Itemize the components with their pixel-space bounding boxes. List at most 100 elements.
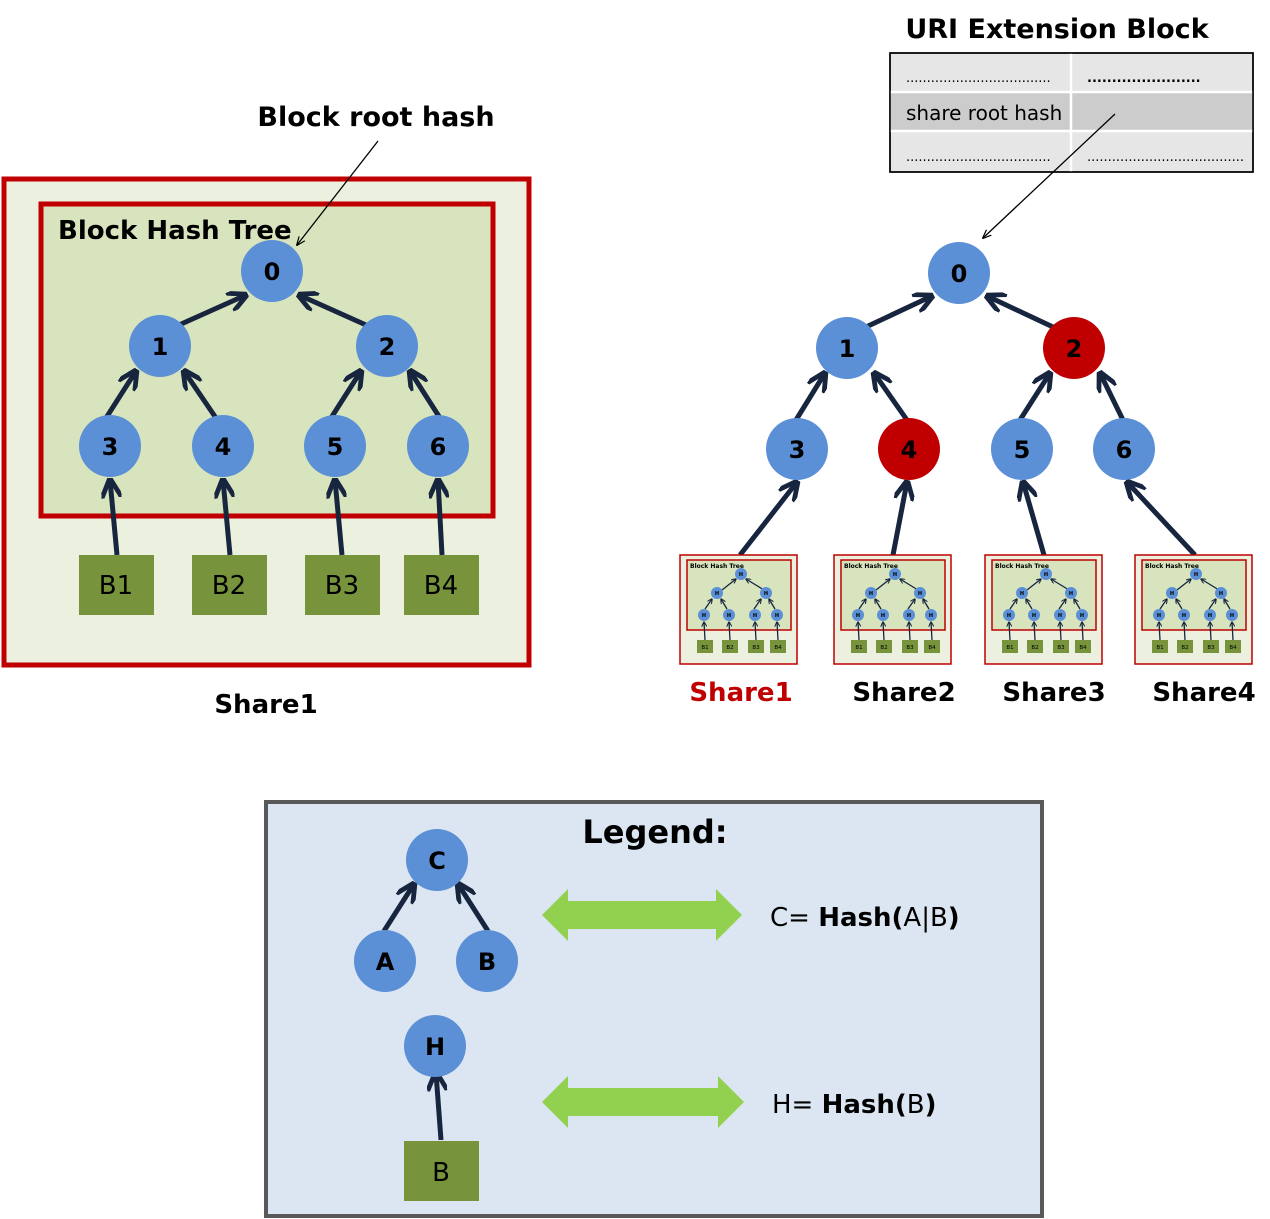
svg-text:B: B bbox=[478, 948, 496, 976]
svg-text:H: H bbox=[893, 572, 897, 578]
svg-text:B2: B2 bbox=[1181, 645, 1188, 651]
r-edge-5-2 bbox=[1017, 373, 1050, 422]
svg-text:H: H bbox=[739, 572, 743, 578]
left-node-2: 2 bbox=[356, 315, 418, 377]
uri-cell-share-root-hash: share root hash bbox=[906, 101, 1062, 125]
share-label-4: Share4 bbox=[1152, 678, 1255, 708]
svg-text:H: H bbox=[1032, 613, 1036, 619]
legend-formula-h: H= Hash(B) bbox=[772, 1090, 937, 1120]
svg-text:4: 4 bbox=[215, 433, 232, 461]
legend-title: Legend: bbox=[582, 813, 727, 851]
right-node-6: 6 bbox=[1093, 418, 1155, 480]
svg-text:B1: B1 bbox=[1156, 645, 1163, 651]
double-arrow-icon bbox=[542, 889, 742, 941]
svg-text:H: H bbox=[727, 613, 731, 619]
svg-text:B1: B1 bbox=[855, 645, 862, 651]
r-edge-2-0 bbox=[987, 296, 1055, 330]
svg-text:H: H bbox=[775, 613, 779, 619]
right-node-2-highlighted: 2 bbox=[1043, 317, 1105, 379]
svg-text:H: H bbox=[1020, 591, 1024, 597]
svg-text:B1: B1 bbox=[99, 571, 133, 601]
right-node-4-highlighted: 4 bbox=[878, 418, 940, 480]
svg-text:3: 3 bbox=[789, 436, 806, 464]
svg-text:1: 1 bbox=[839, 335, 856, 363]
svg-text:B4: B4 bbox=[928, 645, 936, 651]
share-thumbnail-4: Block Hash Tree H H H H H H H B1 B2 bbox=[1134, 554, 1253, 665]
svg-text:Block Hash Tree: Block Hash Tree bbox=[690, 563, 744, 570]
edge-5-2 bbox=[328, 371, 361, 420]
legend-node-a: A bbox=[354, 930, 416, 992]
svg-text:H: H bbox=[907, 613, 911, 619]
legend-panel: Legend: C A B H B C= Hash(A|B) H bbox=[264, 800, 1044, 1218]
left-node-6: 6 bbox=[407, 415, 469, 477]
r-edge-s3-5 bbox=[1023, 482, 1047, 556]
svg-text:H: H bbox=[753, 613, 757, 619]
svg-text:H: H bbox=[929, 613, 933, 619]
uri-cell-r0c0: ................................... bbox=[906, 71, 1051, 86]
svg-text:B3: B3 bbox=[752, 645, 760, 651]
svg-text:B4: B4 bbox=[774, 645, 782, 651]
svg-text:H: H bbox=[918, 591, 922, 597]
svg-text:5: 5 bbox=[327, 433, 344, 461]
edge-1-0 bbox=[177, 295, 246, 328]
edge-4-1 bbox=[184, 371, 219, 420]
svg-text:2: 2 bbox=[379, 333, 396, 361]
svg-text:B2: B2 bbox=[880, 645, 887, 651]
svg-text:H: H bbox=[881, 613, 885, 619]
svg-text:B2: B2 bbox=[1031, 645, 1038, 651]
edge-b4-6 bbox=[438, 480, 442, 556]
edge-6-2 bbox=[410, 371, 443, 420]
left-node-3: 3 bbox=[79, 415, 141, 477]
right-node-0: 0 bbox=[928, 242, 990, 304]
share-label-2: Share2 bbox=[852, 678, 955, 708]
r-edge-3-1 bbox=[793, 373, 825, 422]
left-node-0: 0 bbox=[241, 240, 303, 302]
left-block-b1: B1 bbox=[79, 555, 154, 615]
svg-text:H: H bbox=[1157, 613, 1161, 619]
left-node-5: 5 bbox=[304, 415, 366, 477]
svg-text:H: H bbox=[1058, 613, 1062, 619]
right-node-5: 5 bbox=[991, 418, 1053, 480]
legend-node-b: B bbox=[456, 930, 518, 992]
legend-node-c: C bbox=[406, 829, 468, 891]
svg-text:0: 0 bbox=[264, 258, 281, 286]
svg-text:B4: B4 bbox=[1079, 645, 1087, 651]
svg-text:H: H bbox=[1080, 613, 1084, 619]
svg-text:Block Hash Tree: Block Hash Tree bbox=[1145, 563, 1199, 570]
left-block-b4: B4 bbox=[404, 555, 479, 615]
svg-text:H: H bbox=[1069, 591, 1073, 597]
svg-text:H: H bbox=[1219, 591, 1223, 597]
svg-text:B2: B2 bbox=[212, 571, 246, 601]
edge-b3-5 bbox=[335, 480, 342, 556]
svg-text:H: H bbox=[869, 591, 873, 597]
svg-text:0: 0 bbox=[951, 260, 968, 288]
svg-text:6: 6 bbox=[430, 433, 447, 461]
svg-text:H: H bbox=[1007, 613, 1011, 619]
right-node-1: 1 bbox=[816, 317, 878, 379]
legend-block-b: B bbox=[404, 1141, 479, 1201]
svg-text:B1: B1 bbox=[1006, 645, 1013, 651]
svg-text:4: 4 bbox=[901, 436, 918, 464]
uri-cell-r0c1: ....................... bbox=[1087, 71, 1201, 86]
svg-text:Block Hash Tree: Block Hash Tree bbox=[844, 563, 898, 570]
uri-extension-table: ................................... ....… bbox=[889, 52, 1254, 173]
left-block-b3: B3 bbox=[305, 555, 380, 615]
svg-text:H: H bbox=[715, 591, 719, 597]
svg-text:Block Hash Tree: Block Hash Tree bbox=[995, 563, 1049, 570]
svg-text:H: H bbox=[1208, 613, 1212, 619]
uri-extension-block-title: URI Extension Block bbox=[905, 14, 1209, 45]
svg-text:H: H bbox=[1044, 572, 1048, 578]
edge-2-0 bbox=[299, 295, 368, 328]
svg-text:H: H bbox=[702, 613, 706, 619]
svg-text:C: C bbox=[428, 847, 446, 875]
share-thumbnail-3: Block Hash Tree H H H H H H H B1 B2 bbox=[984, 554, 1103, 665]
left-node-1: 1 bbox=[129, 315, 191, 377]
left-block-b2: B2 bbox=[192, 555, 267, 615]
svg-text:B4: B4 bbox=[1229, 645, 1237, 651]
edge-3-1 bbox=[103, 371, 136, 420]
svg-text:H: H bbox=[764, 591, 768, 597]
left-share-label: Share1 bbox=[214, 690, 317, 720]
svg-text:H: H bbox=[1170, 591, 1174, 597]
uri-cell-r2c1: ...................................... bbox=[1087, 150, 1244, 165]
